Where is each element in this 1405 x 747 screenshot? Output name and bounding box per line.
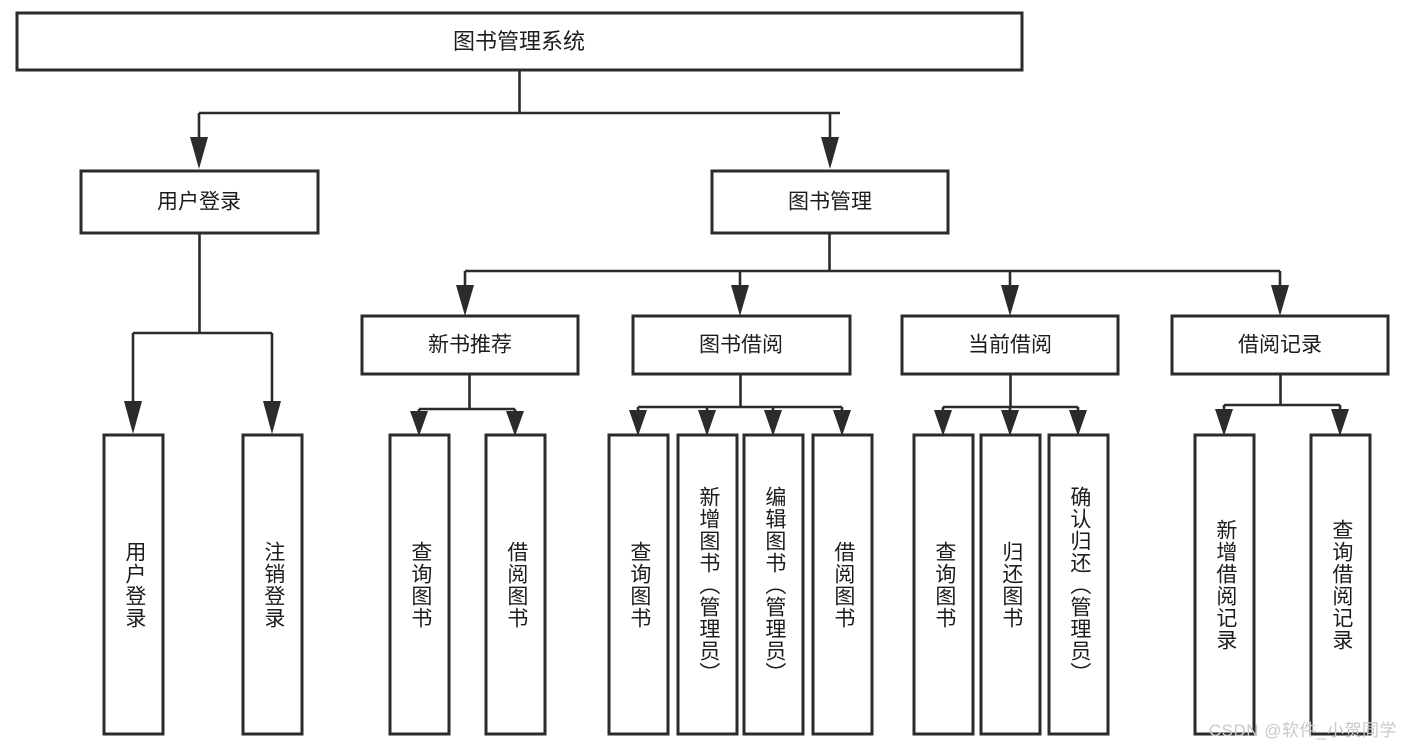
arrow-head-icon bbox=[1331, 409, 1349, 436]
connector-book-borrow-to-leaves bbox=[629, 374, 851, 436]
node-current-borrow[interactable]: 当前借阅 bbox=[900, 314, 1120, 376]
node-leaf-borrow-book-1-box[interactable] bbox=[484, 433, 547, 736]
node-label: 用户登录 bbox=[157, 191, 241, 214]
node-user-login[interactable]: 用户登录 bbox=[79, 169, 320, 235]
node-label: 图书管理 bbox=[788, 191, 872, 214]
arrow-head-icon bbox=[698, 410, 716, 436]
node-label: 当前借阅 bbox=[968, 334, 1052, 357]
arrow-head-icon bbox=[410, 411, 428, 436]
node-leaf-return-book-box[interactable] bbox=[979, 433, 1042, 736]
arrow-head-icon bbox=[124, 401, 142, 434]
node-leaf-edit-book-box[interactable] bbox=[742, 433, 805, 736]
connector-user-login-to-leaves bbox=[124, 233, 281, 434]
node-leaf-add-record-box[interactable] bbox=[1193, 433, 1256, 736]
arrow-head-icon bbox=[934, 410, 952, 436]
node-leaf-user-login-box[interactable] bbox=[102, 433, 165, 736]
node-label: 新书推荐 bbox=[428, 334, 512, 357]
node-label: 图书管理系统 bbox=[453, 29, 585, 54]
arrow-head-icon bbox=[190, 137, 208, 169]
node-label: 图书借阅 bbox=[699, 334, 783, 357]
arrow-head-icon bbox=[1001, 410, 1019, 436]
node-leaf-confirm-return-box[interactable] bbox=[1047, 433, 1110, 736]
node-box[interactable] bbox=[1170, 314, 1390, 376]
connector-new-book-recommend-to-leaves bbox=[410, 374, 524, 436]
node-leaf-logout-box[interactable] bbox=[241, 433, 304, 736]
arrow-head-icon bbox=[456, 285, 474, 316]
connector-book-manage-to-level3 bbox=[456, 233, 1289, 316]
node-leaf-add-book-box[interactable] bbox=[676, 433, 739, 736]
connector-borrow-record-to-leaves bbox=[1215, 374, 1349, 436]
arrow-head-icon bbox=[629, 410, 647, 436]
arrow-head-icon bbox=[833, 410, 851, 436]
arrow-head-icon bbox=[1271, 285, 1289, 316]
node-root[interactable]: 图书管理系统 bbox=[15, 11, 1024, 72]
arrow-head-icon bbox=[821, 137, 839, 169]
node-box[interactable] bbox=[79, 169, 320, 235]
node-label: 借阅记录 bbox=[1238, 334, 1322, 357]
node-book-borrow[interactable]: 图书借阅 bbox=[631, 314, 852, 376]
node-box[interactable] bbox=[360, 314, 580, 376]
node-leaf-query-book-3-box[interactable] bbox=[912, 433, 975, 736]
node-borrow-record[interactable]: 借阅记录 bbox=[1170, 314, 1390, 376]
node-box[interactable] bbox=[631, 314, 852, 376]
node-book-manage[interactable]: 图书管理 bbox=[710, 169, 950, 235]
connector-root-to-level2 bbox=[190, 70, 840, 169]
node-box[interactable] bbox=[710, 169, 950, 235]
arrow-head-icon bbox=[731, 285, 749, 316]
arrow-head-icon bbox=[764, 410, 782, 436]
arrow-head-icon bbox=[1069, 410, 1087, 436]
node-box[interactable] bbox=[15, 11, 1024, 72]
arrow-head-icon bbox=[1215, 409, 1233, 436]
arrow-head-icon bbox=[506, 411, 524, 436]
arrow-head-icon bbox=[263, 401, 281, 434]
csdn-watermark: CSDN @软件_小贺同学 bbox=[1208, 721, 1397, 740]
node-leaf-query-book-2-box[interactable] bbox=[607, 433, 670, 736]
node-box[interactable] bbox=[900, 314, 1120, 376]
node-leaf-borrow-book-2-box[interactable] bbox=[811, 433, 874, 736]
arrow-head-icon bbox=[1001, 285, 1019, 316]
node-new-book-recommend[interactable]: 新书推荐 bbox=[360, 314, 580, 376]
connector-current-borrow-to-leaves bbox=[934, 374, 1087, 436]
node-leaf-query-record-box[interactable] bbox=[1309, 433, 1372, 736]
node-leaf-query-book-1-box[interactable] bbox=[388, 433, 451, 736]
